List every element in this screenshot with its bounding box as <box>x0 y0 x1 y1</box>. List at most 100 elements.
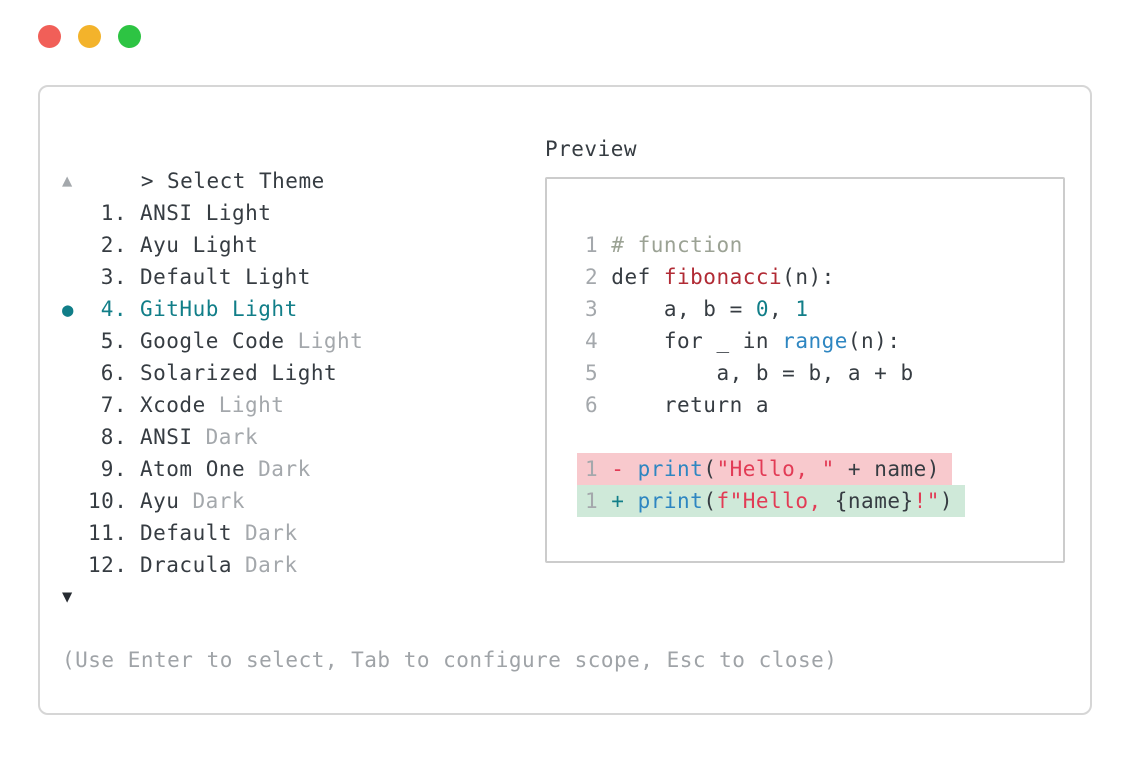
code-token: !" <box>913 489 940 513</box>
close-button[interactable] <box>38 25 61 48</box>
code-token: print <box>637 457 704 481</box>
code-line: 4 for _ in range(n): <box>585 325 1063 357</box>
code-token: 0 <box>755 297 770 321</box>
theme-item-name: ANSI <box>140 425 193 449</box>
theme-list: 1. ANSI Light 2. Ayu Light 3. Default Light ● 4… <box>62 197 363 581</box>
theme-item-name: Default Light <box>140 265 311 289</box>
code-token: # function <box>611 233 743 257</box>
theme-list-item[interactable]: 12. Dracula Dark <box>62 549 363 581</box>
prompt-chevron-icon: > <box>140 169 155 193</box>
code-line: 5 a, b = b, a + b <box>585 357 1063 389</box>
theme-item-number: 11. <box>88 521 128 545</box>
theme-list-item[interactable]: 1. ANSI Light <box>62 197 363 229</box>
theme-item-name: Ayu Light <box>140 233 259 257</box>
theme-list-item[interactable]: ● 4. GitHub Light <box>62 293 363 325</box>
theme-item-number: 3. <box>100 265 127 289</box>
scroll-up-icon[interactable]: ▲ <box>62 171 73 191</box>
code-line-content: 6 return a <box>585 389 769 421</box>
code-line-content: 1 # function <box>585 229 743 261</box>
code-token: def <box>611 265 664 289</box>
line-number: 1 <box>585 489 612 513</box>
theme-item-name: Ayu <box>140 489 180 513</box>
theme-item-name: Xcode <box>140 393 206 417</box>
theme-item-number: 4. <box>100 297 127 321</box>
code-token: (n): <box>782 265 835 289</box>
theme-list-item[interactable]: 3. Default Light <box>62 261 363 293</box>
theme-item-name: Dracula <box>140 553 233 577</box>
code-line-content: 5 a, b = b, a + b <box>585 357 914 389</box>
theme-item-variant: Dark <box>245 521 298 545</box>
code-token: f"Hello, <box>716 489 835 513</box>
theme-item-variant: Light <box>297 329 364 353</box>
line-number: 6 <box>585 393 612 417</box>
code-token: range <box>782 329 848 353</box>
code-token: - <box>611 457 638 481</box>
diff-line-green: 1 + print(f"Hello, {name}!") <box>577 485 966 517</box>
code-line: 2 def fibonacci(n): <box>585 261 1063 293</box>
theme-item-number: 8. <box>100 425 127 449</box>
theme-item-variant: Dark <box>205 425 259 449</box>
code-line-content: 3 a, b = 0, 1 <box>585 293 808 325</box>
code-token: a, b = b, a + b <box>611 361 914 385</box>
theme-list-panel: > Select Theme ▲ 1. ANSI Light 2. Ayu Light 3… <box>62 133 363 613</box>
theme-list-item[interactable]: 2. Ayu Light <box>62 229 363 261</box>
line-number: 4 <box>585 329 612 353</box>
maximize-button[interactable] <box>118 25 141 48</box>
code-token: "Hello, " <box>716 457 835 481</box>
code-token: return a <box>611 393 770 417</box>
theme-item-number: 7. <box>100 393 127 417</box>
dialog-title: Select Theme <box>167 169 325 193</box>
code-line: 1 + print(f"Hello, {name}!") <box>577 485 1063 517</box>
theme-item-number: 2. <box>100 233 127 257</box>
code-token: + <box>611 489 638 513</box>
code-line: 6 return a <box>585 389 1063 421</box>
theme-item-name: Atom One <box>140 457 246 481</box>
code-line-content: 4 for _ in range(n): <box>585 325 900 357</box>
selected-bullet-icon: ● <box>62 299 74 321</box>
theme-item-number: 1. <box>100 201 127 225</box>
theme-list-item[interactable]: 6.Solarized Light <box>62 357 363 389</box>
theme-item-name: Google Code <box>140 329 285 353</box>
theme-item-name: GitHub Light <box>140 297 298 321</box>
code-token: ( <box>703 457 717 481</box>
theme-list-item[interactable]: 8. ANSI Dark <box>62 421 363 453</box>
code-token: for _ in <box>611 329 783 353</box>
minimize-button[interactable] <box>78 25 101 48</box>
code-token: 1 <box>795 297 809 321</box>
dialog-header: > Select Theme <box>62 133 363 193</box>
code-token: + name) <box>834 457 940 481</box>
line-number: 1 <box>585 233 612 257</box>
theme-item-number: 12. <box>88 553 128 577</box>
theme-item-variant: Light <box>218 393 285 417</box>
line-number: 5 <box>585 361 612 385</box>
code-token: {name} <box>834 489 914 513</box>
theme-item-name: ANSI Light <box>140 201 272 225</box>
theme-item-variant: Dark <box>245 553 298 577</box>
scroll-down-icon[interactable]: ▼ <box>62 587 73 607</box>
theme-item-number: 6. <box>100 361 127 385</box>
theme-list-item[interactable]: 10. Ayu Dark <box>62 485 363 517</box>
theme-item-variant: Dark <box>192 489 246 513</box>
window-traffic-lights <box>38 25 141 48</box>
code-line-content: 2 def fibonacci(n): <box>585 261 835 293</box>
code-token: (n): <box>847 329 901 353</box>
line-number: 3 <box>585 297 612 321</box>
keyboard-hints: (Use Enter to select, Tab to configure s… <box>62 648 838 672</box>
code-token: a, b = <box>611 297 756 321</box>
code-line <box>585 421 1063 453</box>
code-token: , <box>769 297 796 321</box>
theme-list-item[interactable]: 7. Xcode Light <box>62 389 363 421</box>
theme-picker-dialog: > Select Theme ▲ 1. ANSI Light 2. Ayu Light 3… <box>38 85 1092 715</box>
theme-item-variant: Dark <box>258 457 311 481</box>
theme-item-number: 10. <box>88 489 128 513</box>
code-line: 1 - print("Hello, " + name) <box>577 453 1063 485</box>
code-token: print <box>637 489 704 513</box>
code-token: fibonacci <box>663 265 783 289</box>
diff-line-red: 1 - print("Hello, " + name) <box>577 453 952 485</box>
